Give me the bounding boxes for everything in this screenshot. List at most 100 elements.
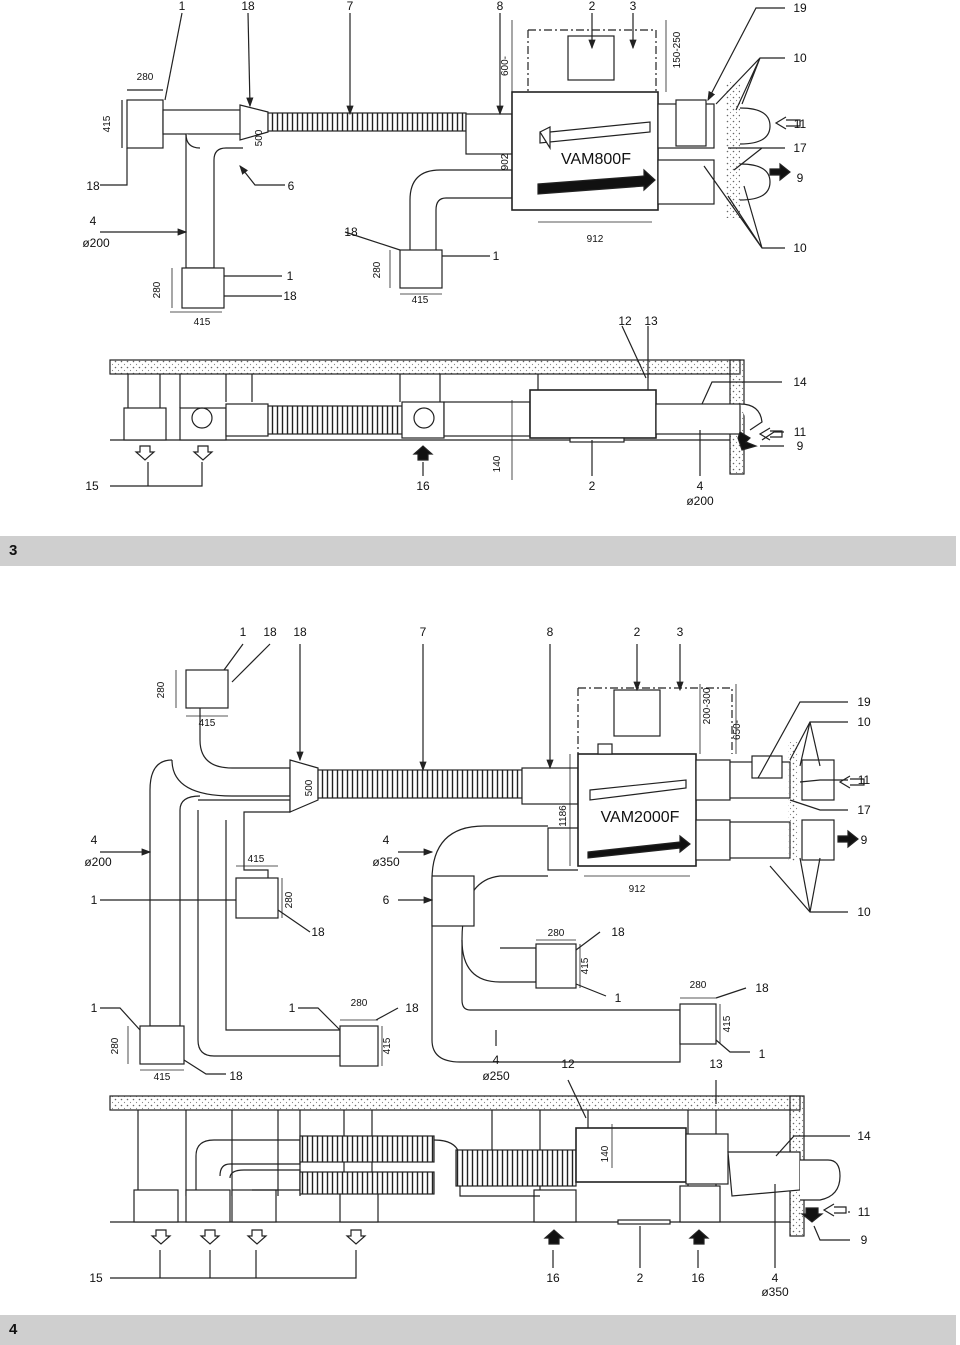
callout: 11: [858, 773, 871, 787]
callout: 18: [263, 625, 277, 639]
callout: 16: [691, 1271, 705, 1285]
figure4-top-callouts: 1 18 18 7 8 2 3 19 10: [240, 625, 871, 729]
callout: 16: [546, 1271, 560, 1285]
callout: 18: [283, 289, 297, 303]
dimension: 500: [254, 129, 265, 146]
callout: 17: [793, 141, 807, 155]
callout: 2: [637, 1271, 644, 1285]
callout: 11: [794, 425, 807, 439]
callout: 1: [287, 269, 294, 283]
figure4-left-callouts: 4 ø200 1 1 18: [84, 833, 243, 1083]
dimension: 150-250: [672, 31, 683, 68]
callout: 18: [755, 981, 769, 995]
callout: 1: [91, 893, 98, 907]
dimension: 280: [110, 1037, 121, 1054]
dimension: 415: [722, 1015, 733, 1032]
dimension: 650-: [732, 720, 743, 740]
figure-3-label-bar: 3: [0, 536, 956, 566]
callout: ø200: [686, 494, 714, 508]
unit-label-vam800f: VAM800F: [561, 151, 631, 168]
callout: 4: [90, 214, 97, 228]
callout: 16: [416, 479, 430, 493]
dimension: 280: [137, 72, 154, 83]
dimension: 1186: [558, 805, 569, 827]
callout: 18: [293, 625, 307, 639]
callout: 18: [241, 0, 255, 13]
figure3-plan-view: [100, 7, 801, 313]
callout: 15: [85, 479, 99, 493]
callout: 14: [857, 1129, 871, 1143]
figure4-dimensions: 280 415 500 200-300 650- 1186 912 415 28…: [110, 681, 743, 1083]
dimension: 280: [284, 891, 295, 908]
callout: 3: [630, 0, 637, 13]
dimension: 280: [372, 261, 383, 278]
figure3-ceiling-callouts: 12 13 14 11 9 15 16 2 4 ø200 140: [85, 314, 807, 508]
dimension: 280: [351, 998, 368, 1009]
dimension: 415: [580, 957, 591, 974]
figure4-ceiling-section: [109, 1079, 850, 1279]
callout: 1: [759, 1047, 766, 1061]
callout: 10: [857, 715, 871, 729]
callout: 7: [347, 0, 354, 13]
figure3-mid-callouts: 6 18 1 1 18: [283, 179, 499, 303]
callout: 15: [89, 1271, 103, 1285]
callout: 18: [611, 925, 625, 939]
callout: 9: [861, 833, 868, 847]
dimension: 902: [500, 153, 511, 170]
callout: 18: [344, 225, 358, 239]
callout: 13: [709, 1057, 723, 1071]
callout: 13: [644, 314, 658, 328]
dimension: 280: [152, 281, 163, 298]
unit-label-vam2000f: VAM2000F: [601, 809, 680, 826]
figure4-right-callouts: 11 17 9 10: [857, 773, 871, 919]
callout: 2: [589, 479, 596, 493]
dimension: 415: [382, 1037, 393, 1054]
figure4-ceiling-callouts: 14 11 9 15 16 2 16 4 ø350 140: [89, 1129, 871, 1299]
figure3-top-callouts: 1 18 7 8 2 3 19: [179, 0, 807, 15]
callout: 14: [793, 375, 807, 389]
callout: 4: [91, 833, 98, 847]
callout: ø200: [82, 236, 110, 250]
dimension: 415: [199, 718, 216, 729]
callout: 4: [772, 1271, 779, 1285]
callout: 10: [793, 51, 807, 65]
callout: 2: [634, 625, 641, 639]
callout: 8: [497, 0, 504, 13]
callout: 10: [857, 905, 871, 919]
figure3-right-callouts: 10 11 17 9 10: [793, 51, 807, 255]
dimension: 415: [412, 295, 429, 306]
callout: 11: [794, 117, 807, 131]
callout: 1: [91, 1001, 98, 1015]
dimension: 140: [600, 1145, 611, 1162]
dimension: 600-: [500, 56, 511, 76]
callout: ø350: [761, 1285, 789, 1299]
callout: 1: [493, 249, 500, 263]
figure-4-number: 4: [9, 1321, 18, 1338]
callout: ø350: [372, 855, 400, 869]
dimension: 200-300: [702, 687, 713, 724]
figure4-plan-view: [100, 643, 865, 1075]
callout: 3: [677, 625, 684, 639]
figure3-ceiling-section: [109, 325, 784, 487]
callout: 9: [797, 439, 804, 453]
callout: 9: [861, 1233, 868, 1247]
figure-3-number: 3: [9, 542, 18, 559]
callout: 9: [797, 171, 804, 185]
figure3-left-callouts: 18 4 ø200: [82, 179, 110, 250]
callout: 1: [615, 991, 622, 1005]
callout: 6: [288, 179, 295, 193]
dimension: 415: [248, 854, 265, 865]
callout: 18: [405, 1001, 419, 1015]
callout: 1: [289, 1001, 296, 1015]
dimension: 415: [194, 317, 211, 328]
callout: 2: [589, 0, 596, 13]
callout: 19: [793, 1, 807, 15]
dimension: 912: [587, 234, 604, 245]
figure-4-label-bar: 4: [0, 1315, 956, 1345]
dimension: 280: [690, 980, 707, 991]
callout: 1: [240, 625, 247, 639]
callout: 4: [383, 833, 390, 847]
callout: 18: [229, 1069, 243, 1083]
callout: ø250: [482, 1069, 510, 1083]
